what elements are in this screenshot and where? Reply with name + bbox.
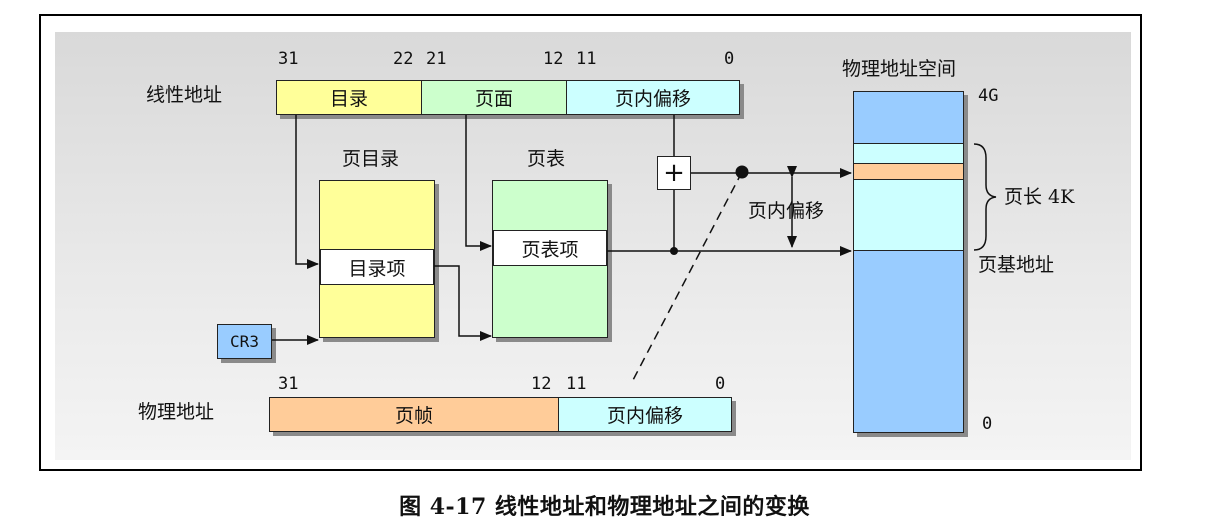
junction-dot (670, 247, 678, 255)
phys-bit-11: 11 (566, 374, 587, 394)
phys-bit-0: 0 (715, 374, 726, 394)
page-size-label: 页长 4K (1004, 186, 1075, 208)
dashed-link (631, 171, 743, 383)
bit-12: 12 (543, 49, 564, 69)
bit-31: 31 (278, 49, 299, 69)
linear-field-directory: 目录 (276, 80, 422, 115)
dir-to-table-arrow (434, 265, 492, 341)
bit-11: 11 (576, 49, 597, 69)
bit-22: 22 (393, 49, 414, 69)
cr3-register: CR3 (217, 324, 272, 359)
page-table-entry: 页表项 (493, 230, 607, 266)
physical-address-label: 物理地址 (138, 401, 215, 423)
page-table-title: 页表 (527, 148, 566, 170)
adder-icon: + (657, 156, 691, 190)
target-location (854, 164, 963, 180)
page-base-label: 页基地址 (978, 254, 1055, 276)
address-4g-label: 4G (978, 86, 999, 106)
physical-page-frame (853, 143, 964, 251)
directory-entry: 目录项 (320, 249, 434, 285)
page-offset-label: 页内偏移 (748, 200, 825, 222)
phys-bit-12: 12 (531, 374, 552, 394)
linear-address-label: 线性地址 (146, 84, 223, 106)
location-dot (735, 165, 749, 179)
linear-field-page: 页面 (421, 80, 567, 115)
physical-space-title: 物理地址空间 (842, 58, 957, 80)
figure-caption: 图 4-17 线性地址和物理地址之间的变换 (399, 494, 810, 520)
physical-field-offset: 页内偏移 (558, 397, 732, 432)
dir-index-arrow (295, 115, 319, 269)
page-size-brace (973, 143, 997, 251)
physical-field-frame: 页帧 (269, 397, 559, 432)
address-0-label: 0 (982, 414, 993, 434)
linear-field-offset: 页内偏移 (566, 80, 740, 115)
bit-21: 21 (426, 49, 447, 69)
page-directory-title: 页目录 (342, 148, 400, 170)
bit-0: 0 (724, 49, 735, 69)
page-top-divider (853, 163, 964, 164)
phys-bit-31: 31 (278, 374, 299, 394)
page-index-arrow (465, 115, 492, 251)
